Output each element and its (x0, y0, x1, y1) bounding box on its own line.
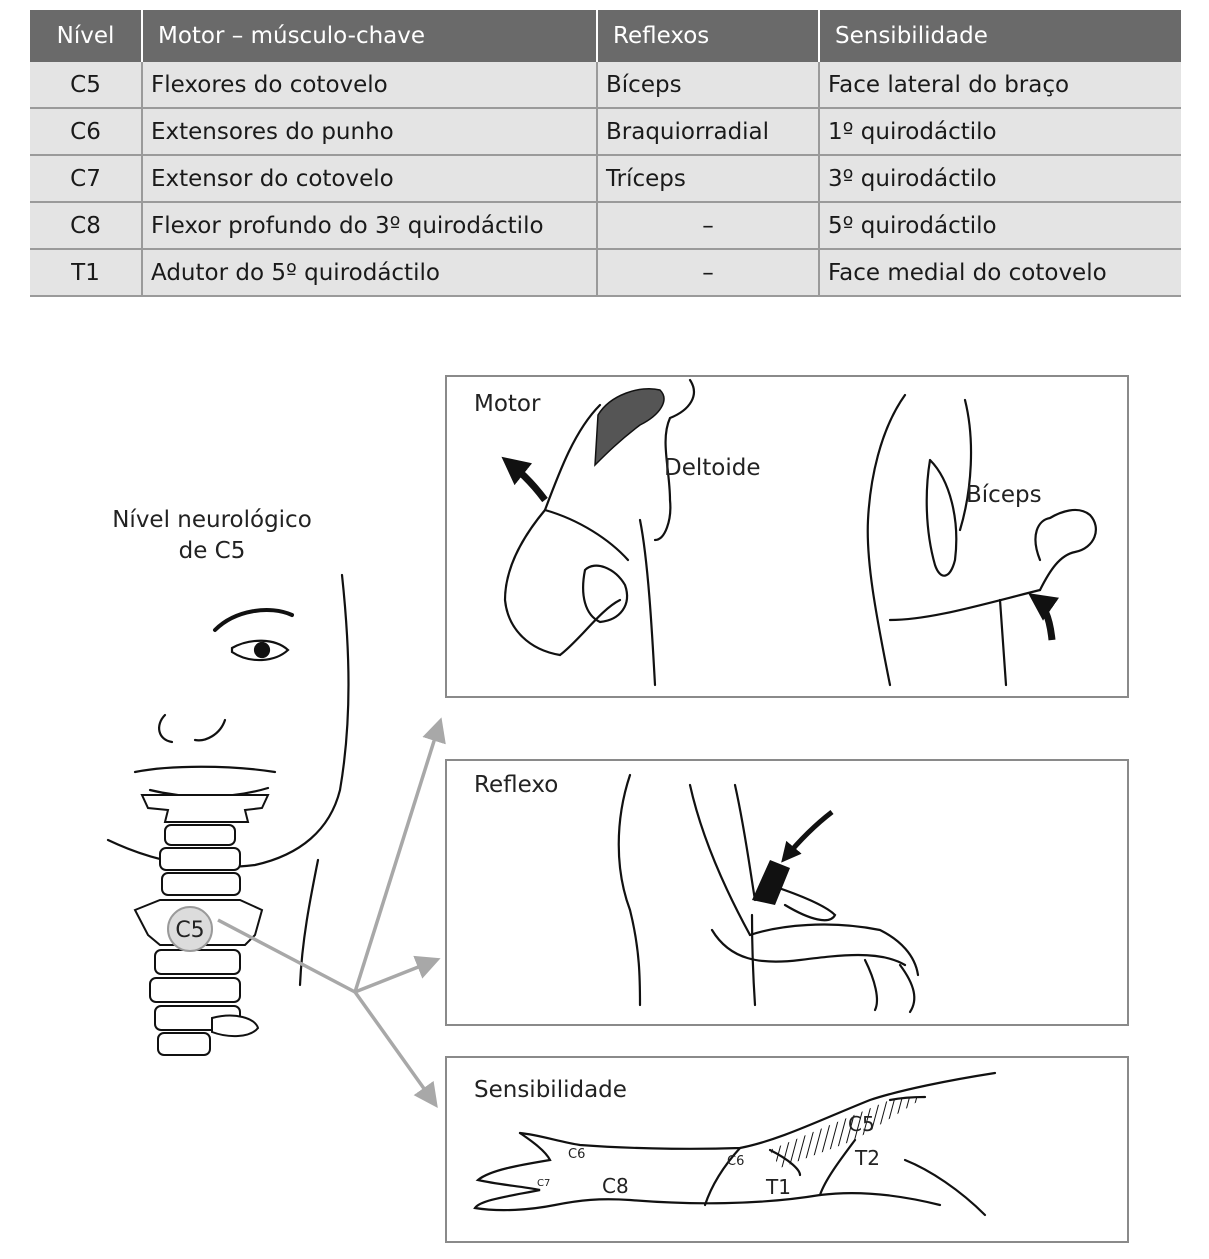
cell-sens: 1º quirodáctilo (818, 108, 1181, 156)
dermatome-t2-label: T2 (854, 1146, 880, 1170)
cell-reflexo: Bíceps (596, 62, 819, 109)
cell-sens: Face lateral do braço (818, 62, 1181, 109)
reflex-panel-title: Reflexo (474, 772, 558, 798)
cell-sens: 3º quirodáctilo (818, 155, 1181, 203)
sensory-panel: Sensibilidade C5 T2 T1 C6 C6 C7 C8 (445, 1056, 1129, 1243)
deltoid-label: Deltoide (664, 455, 760, 481)
reflex-panel: Reflexo (445, 759, 1129, 1026)
table-row: C5 Flexores do cotovelo Bíceps Face late… (30, 62, 1181, 109)
cell-nivel: C5 (30, 62, 142, 109)
dermatome-t1-label: T1 (765, 1175, 791, 1199)
level-title-line2: de C5 (179, 538, 246, 564)
table-header-row: Nível Motor – músculo-chave Reflexos Sen… (30, 10, 1181, 62)
c5-vertebra-label: C5 (175, 918, 204, 943)
dermatome-c6-forearm-label: C6 (727, 1154, 744, 1169)
table-row: C7 Extensor do cotovelo Tríceps 3º quiro… (30, 155, 1181, 203)
head-illustration (106, 573, 350, 987)
cell-motor: Extensores do punho (141, 108, 597, 156)
cell-nivel: T1 (30, 249, 142, 297)
cell-motor: Extensor do cotovelo (141, 155, 597, 203)
biceps-label: Bíceps (966, 482, 1042, 508)
cell-sens: Face medial do cotovelo (818, 249, 1181, 297)
cell-motor: Adutor do 5º quirodáctilo (141, 249, 597, 297)
cell-reflexo: – (596, 202, 819, 250)
header-motor: Motor – músculo-chave (141, 10, 597, 62)
cell-nivel: C8 (30, 202, 142, 250)
table-row: C8 Flexor profundo do 3º quirodáctilo – … (30, 202, 1181, 250)
cell-nivel: C6 (30, 108, 142, 156)
header-nivel: Nível (30, 10, 142, 62)
dermatome-c7-label: C7 (537, 1178, 550, 1189)
table-row: C6 Extensores do punho Braquiorradial 1º… (30, 108, 1181, 156)
header-reflexos: Reflexos (596, 10, 819, 62)
level-title-line1: Nível neurológico (112, 507, 312, 533)
dermatome-c5-label: C5 (848, 1112, 875, 1136)
dermatome-c6-hand-label: C6 (568, 1147, 585, 1162)
cell-sens: 5º quirodáctilo (818, 202, 1181, 250)
c5-vertebra-marker (167, 906, 213, 952)
motor-panel: Motor Deltoide Bíceps (445, 375, 1129, 698)
motor-panel-title: Motor (474, 391, 541, 417)
cell-nivel: C7 (30, 155, 142, 203)
cell-reflexo: – (596, 249, 819, 297)
dermatome-table: Nível Motor – músculo-chave Reflexos Sen… (30, 10, 1181, 297)
dermatome-c8-label: C8 (602, 1174, 629, 1198)
cell-motor: Flexor profundo do 3º quirodáctilo (141, 202, 597, 250)
sensory-panel-title: Sensibilidade (474, 1077, 627, 1103)
cell-reflexo: Braquiorradial (596, 108, 819, 156)
table-row: T1 Adutor do 5º quirodáctilo – Face medi… (30, 249, 1181, 297)
cell-motor: Flexores do cotovelo (141, 62, 597, 109)
cell-reflexo: Tríceps (596, 155, 819, 203)
pointer-arrows (217, 717, 446, 1108)
header-sensibilidade: Sensibilidade (818, 10, 1181, 62)
